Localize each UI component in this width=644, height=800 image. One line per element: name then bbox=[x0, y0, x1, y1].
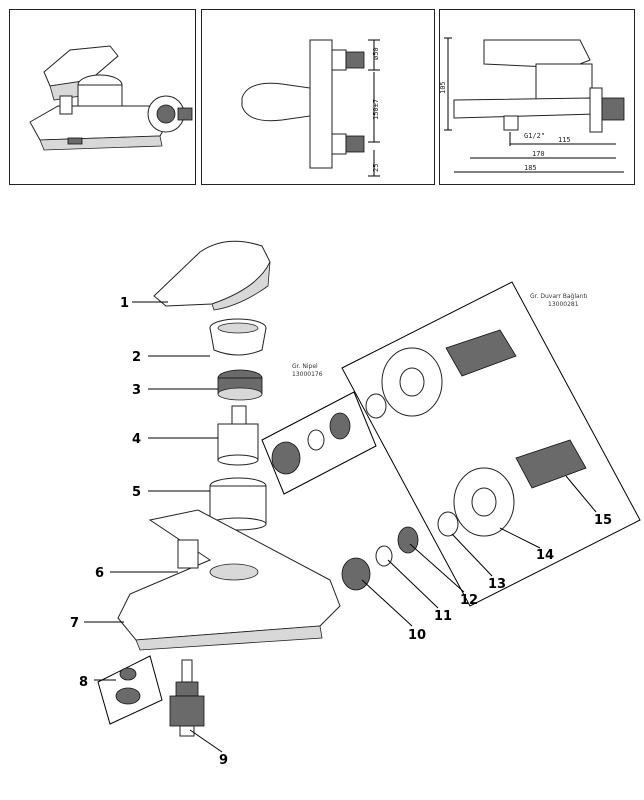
side-view-panel: 105 G1/2" 115 170 185 bbox=[439, 9, 635, 185]
wall-kit-title: Gr. Duvarr Bağlantı bbox=[530, 293, 588, 300]
dim-height: 105 bbox=[440, 81, 447, 94]
aerator-part bbox=[115, 667, 141, 705]
faucet-body-part bbox=[117, 509, 341, 651]
callout-13: 13 bbox=[488, 577, 506, 592]
seal-ring-parts bbox=[365, 393, 459, 537]
handle-part bbox=[153, 240, 271, 311]
eccentric-connector-parts bbox=[445, 329, 587, 489]
callout-5: 5 bbox=[132, 485, 141, 500]
dim-center-distance: 150±7 bbox=[372, 99, 380, 120]
faucet-front bbox=[241, 39, 380, 177]
front-view-drawing: ø50 150±7 25 bbox=[241, 39, 380, 177]
side-view-drawing: 105 G1/2" 115 170 185 bbox=[440, 37, 625, 173]
callout-10: 10 bbox=[408, 628, 426, 643]
callout-11: 11 bbox=[434, 609, 452, 624]
wall-kit-code: 13000281 bbox=[548, 301, 579, 308]
callout-9: 9 bbox=[219, 753, 228, 768]
faucet-side bbox=[444, 37, 625, 173]
callout-3: 3 bbox=[132, 383, 141, 398]
cartridge-part bbox=[217, 405, 259, 466]
dim-diameter: ø50 bbox=[372, 47, 380, 60]
nipple-kit-parts bbox=[271, 412, 351, 475]
callout-1: 1 bbox=[120, 296, 129, 311]
perspective-view-panel bbox=[9, 9, 196, 185]
nipple-kit-code: 13000176 bbox=[292, 371, 323, 378]
callout-7: 7 bbox=[70, 616, 79, 631]
nipple-kit-frame bbox=[261, 391, 377, 495]
callout-14: 14 bbox=[536, 548, 554, 563]
callout-12: 12 bbox=[460, 593, 478, 608]
dim-depth: 25 bbox=[372, 164, 380, 172]
faucet-perspective bbox=[29, 45, 193, 151]
dim-thread: G1/2" bbox=[524, 132, 545, 140]
wall-connection-kit-frame bbox=[341, 281, 641, 607]
callout-4: 4 bbox=[132, 432, 141, 447]
callout-6: 6 bbox=[95, 566, 104, 581]
diverter-part bbox=[169, 659, 205, 737]
callout-2: 2 bbox=[132, 350, 141, 365]
callout-8: 8 bbox=[79, 675, 88, 690]
locking-nut-part bbox=[217, 369, 263, 401]
cover-ring-part bbox=[209, 318, 267, 356]
nipple-kit-title: Gr. Nipel bbox=[292, 363, 318, 370]
perspective-view-drawing bbox=[29, 45, 193, 151]
aerator-kit-frame bbox=[97, 655, 163, 725]
leader-lines bbox=[84, 301, 597, 753]
front-view-panel: ø50 150±7 25 bbox=[201, 9, 435, 185]
dim-115: 115 bbox=[558, 136, 571, 144]
dim-170: 170 bbox=[532, 150, 545, 158]
wall-flange-parts bbox=[381, 347, 515, 537]
cartridge-housing-part bbox=[209, 477, 267, 531]
callout-15: 15 bbox=[594, 513, 612, 528]
dim-185: 185 bbox=[524, 164, 537, 172]
lower-nipple-parts bbox=[341, 526, 419, 591]
